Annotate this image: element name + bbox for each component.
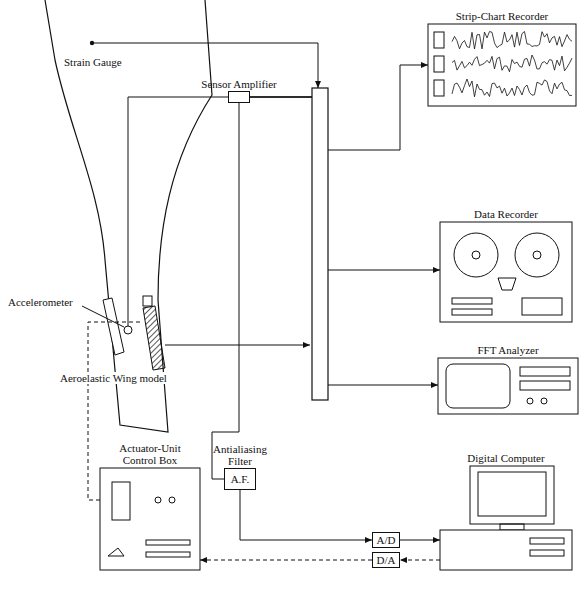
actuator-control-box	[112, 482, 130, 520]
sensor-label: Strain Gauge	[64, 56, 122, 68]
sensor-wires	[165, 345, 310, 346]
data-recorder	[498, 278, 516, 290]
box-text: A.F.	[225, 469, 255, 489]
actuator-control-box	[169, 497, 175, 503]
signal-line	[400, 560, 440, 561]
accelerometer-symbol	[124, 326, 132, 334]
control-surfaces	[143, 306, 165, 370]
box-text: D/A	[373, 553, 399, 567]
signal-line	[250, 97, 440, 270]
strip-chart-recorder	[428, 24, 576, 106]
unit-heading: Sensor Amplifier	[201, 78, 276, 90]
control-surfaces	[103, 296, 165, 370]
sensor-wires	[82, 43, 318, 345]
digital-computer	[478, 472, 546, 516]
fft-analyzer	[438, 358, 578, 414]
digital-computer	[470, 466, 554, 524]
actuator-control-box	[100, 468, 200, 570]
strip-chart-recorder	[434, 56, 444, 72]
unit-heading: Data Recorder	[474, 208, 538, 220]
strip-chart-recorder	[434, 80, 444, 96]
actuator-control-box	[108, 548, 124, 556]
filter-box: Antialiasing FilterA.F.	[224, 468, 256, 490]
fft-analyzer	[541, 398, 547, 404]
data-recorder	[440, 222, 572, 322]
amplifier-box: Sensor Amplifier	[228, 91, 250, 103]
fft-analyzer	[438, 358, 578, 414]
signal-line	[250, 97, 438, 385]
chart-trace	[452, 55, 572, 72]
actuator-control-box	[100, 468, 200, 570]
data-recorder	[533, 251, 541, 259]
recorder-unit: Strip-Chart Recorder	[428, 24, 576, 106]
signal-line	[240, 490, 372, 540]
chart-trace	[452, 79, 572, 97]
signal-line	[200, 560, 372, 561]
actuator-control-box	[146, 540, 190, 545]
digital-computer	[530, 550, 564, 556]
strip-chart-recorder	[428, 24, 576, 106]
actuator-control-box	[155, 497, 161, 503]
signal-line	[212, 103, 239, 479]
fft-analyzer	[520, 381, 570, 390]
data-recorder	[472, 251, 480, 259]
digital-computer	[530, 538, 564, 544]
fft-analyzer	[446, 364, 510, 408]
accelerometer-symbol	[124, 326, 132, 334]
fft-analyzer	[520, 367, 570, 376]
model-label: Aeroelastic Wing model	[58, 372, 169, 384]
data-recorder	[452, 298, 492, 304]
unit-heading: Actuator-Unit Control Box	[102, 442, 198, 466]
fft-analyzer	[527, 398, 533, 404]
sensor-wires	[128, 97, 228, 326]
control-surfaces	[143, 296, 152, 306]
unit-heading: Digital Computer	[467, 452, 544, 464]
analyzer-unit: FFT Analyzer	[438, 358, 578, 414]
chart-trace	[452, 32, 572, 50]
sensor-label: Accelerometer	[8, 296, 73, 308]
strip-chart-recorder	[434, 32, 444, 48]
recorder-unit: Data Recorder	[440, 222, 572, 322]
signal-bus	[312, 88, 328, 400]
converter-box: D/A	[372, 552, 400, 568]
box-text: A/D	[373, 533, 399, 547]
signal-line	[400, 540, 440, 541]
chart-trace	[452, 32, 572, 97]
digital-computer	[440, 466, 572, 570]
control-surfaces	[103, 298, 124, 355]
data-recorder	[440, 222, 572, 322]
digital-computer	[500, 524, 524, 530]
digital-computer	[440, 530, 572, 570]
signal-line	[250, 65, 428, 150]
data-recorder	[515, 233, 559, 277]
computer-unit: Digital Computer	[440, 466, 572, 570]
converter-box: A/D	[372, 532, 400, 548]
data-recorder	[452, 309, 492, 315]
unit-heading: Strip-Chart Recorder	[456, 10, 549, 22]
control-box: Actuator-Unit Control Box	[100, 468, 200, 570]
actuator-control-box	[146, 552, 190, 557]
unit-heading: Antialiasing Filter	[200, 443, 280, 467]
sensor-wires	[82, 306, 124, 327]
data-recorder	[522, 298, 562, 315]
data-recorder	[454, 233, 498, 277]
unit-heading: FFT Analyzer	[477, 344, 538, 356]
